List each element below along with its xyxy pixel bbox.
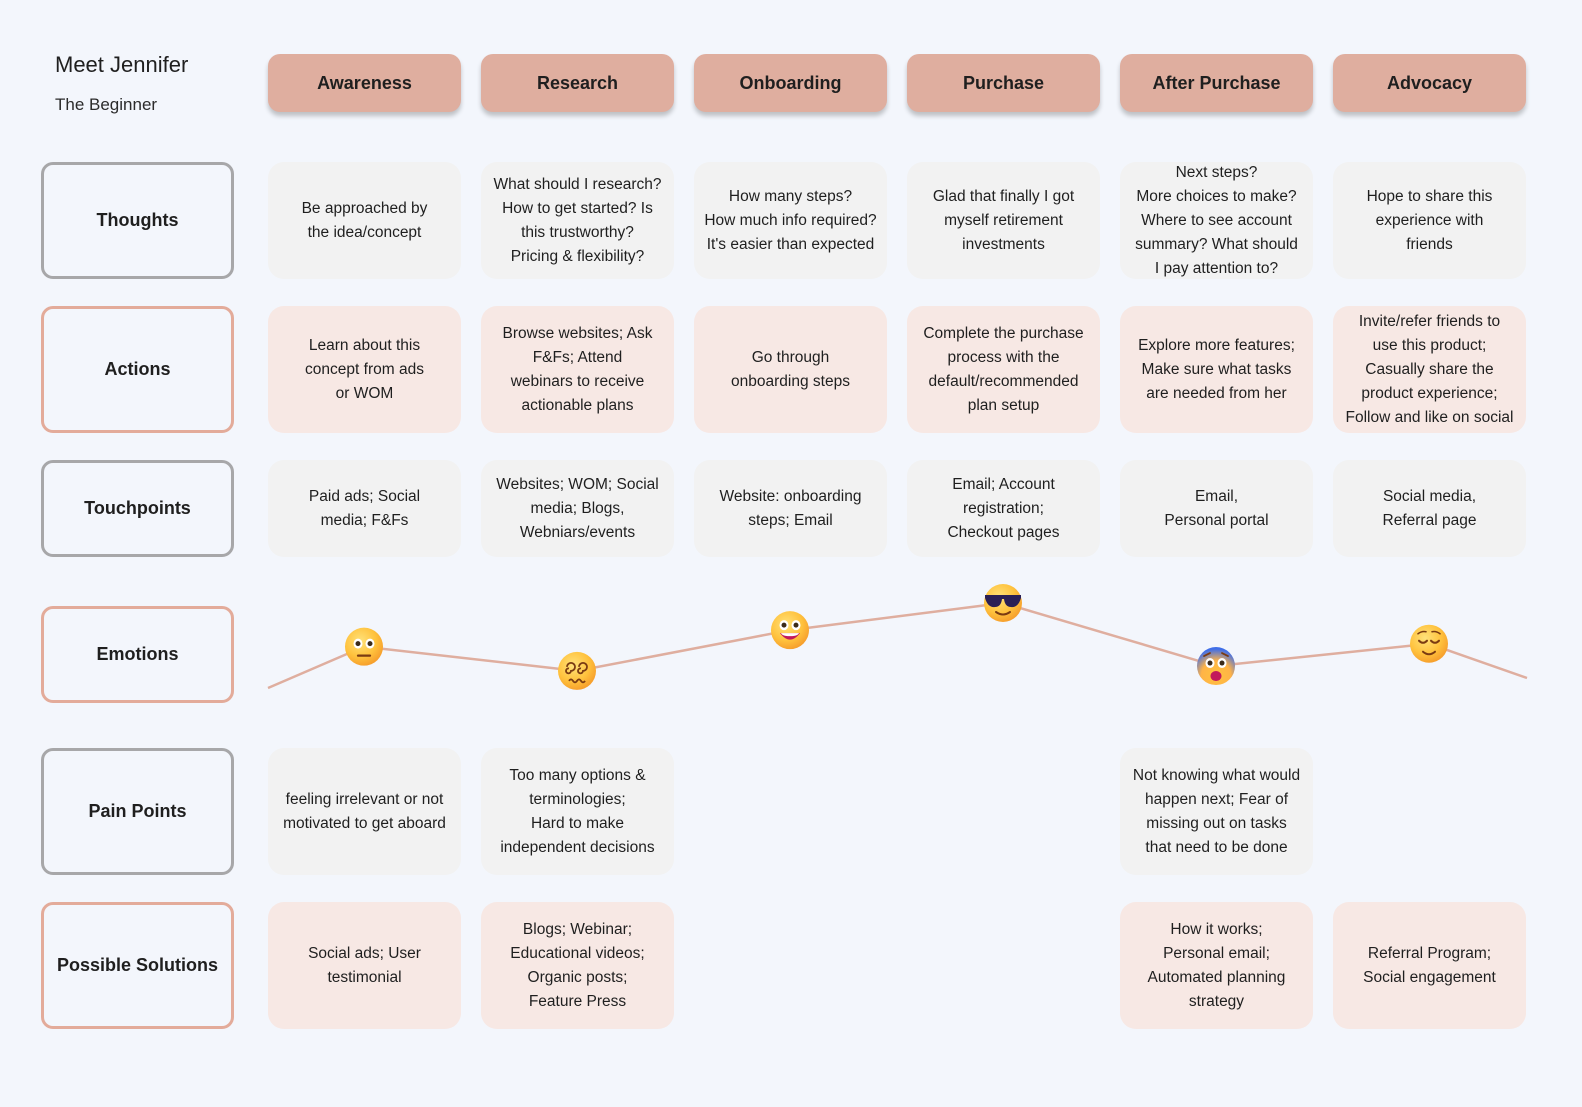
stage-onboarding: Onboarding <box>694 54 887 112</box>
row-label-emotions: Emotions <box>41 606 234 703</box>
touchpoints-after-purchase: Email, Personal portal <box>1120 460 1313 557</box>
touchpoints-advocacy: Social media, Referral page <box>1333 460 1526 557</box>
solutions-research: Blogs; Webinar; Educational videos; Orga… <box>481 902 674 1029</box>
thoughts-onboarding: How many steps? How much info required? … <box>694 162 887 279</box>
pain-points-after-purchase: Not knowing what would happen next; Fear… <box>1120 748 1313 875</box>
stage-awareness: Awareness <box>268 54 461 112</box>
persona-name: Meet Jennifer <box>55 52 189 77</box>
row-label-possible-solutions: Possible Solutions <box>41 902 234 1029</box>
touchpoints-research: Websites; WOM; Social media; Blogs, Webn… <box>481 460 674 557</box>
solutions-awareness: Social ads; User testimonial <box>268 902 461 1029</box>
thoughts-awareness: Be approached by the idea/concept <box>268 162 461 279</box>
stage-after-purchase: After Purchase <box>1120 54 1313 112</box>
emotion-line <box>267 601 1528 690</box>
touchpoints-onboarding: Website: onboarding steps; Email <box>694 460 887 557</box>
actions-purchase: Complete the purchase process with the d… <box>907 306 1100 433</box>
thoughts-purchase: Glad that finally I got myself retiremen… <box>907 162 1100 279</box>
row-label-actions: Actions <box>41 306 234 433</box>
row-label-thoughts: Thoughts <box>41 162 234 279</box>
persona-role: The Beginner <box>55 95 158 114</box>
touchpoints-awareness: Paid ads; Social media; F&Fs <box>268 460 461 557</box>
solutions-after-purchase: How it works; Personal email; Automated … <box>1120 902 1313 1029</box>
thoughts-after-purchase: Next steps? More choices to make? Where … <box>1120 162 1313 279</box>
actions-after-purchase: Explore more features; Make sure what ta… <box>1120 306 1313 433</box>
actions-awareness: Learn about this concept from ads or WOM <box>268 306 461 433</box>
sunglasses-face-icon <box>984 584 1022 622</box>
relieved-face-icon <box>1410 624 1448 663</box>
actions-advocacy: Invite/refer friends to use this product… <box>1333 306 1526 433</box>
row-label-touchpoints: Touchpoints <box>41 460 234 557</box>
actions-onboarding: Go through onboarding steps <box>694 306 887 433</box>
pain-points-awareness: feeling irrelevant or not motivated to g… <box>268 748 461 875</box>
stage-advocacy: Advocacy <box>1333 54 1526 112</box>
touchpoints-purchase: Email; Account registration; Checkout pa… <box>907 460 1100 557</box>
grinning-face-icon <box>771 611 809 650</box>
fearful-face-icon <box>1197 647 1235 686</box>
thoughts-research: What should I research? How to get start… <box>481 162 674 279</box>
thoughts-advocacy: Hope to share this experience with frien… <box>1333 162 1526 279</box>
pain-points-research: Too many options & terminologies; Hard t… <box>481 748 674 875</box>
row-label-pain-points: Pain Points <box>41 748 234 875</box>
neutral-face-icon <box>345 627 383 666</box>
actions-research: Browse websites; Ask F&Fs; Attend webina… <box>481 306 674 433</box>
stage-research: Research <box>481 54 674 112</box>
solutions-advocacy: Referral Program; Social engagement <box>1333 902 1526 1029</box>
dizzy-face-icon <box>558 651 596 690</box>
stage-purchase: Purchase <box>907 54 1100 112</box>
